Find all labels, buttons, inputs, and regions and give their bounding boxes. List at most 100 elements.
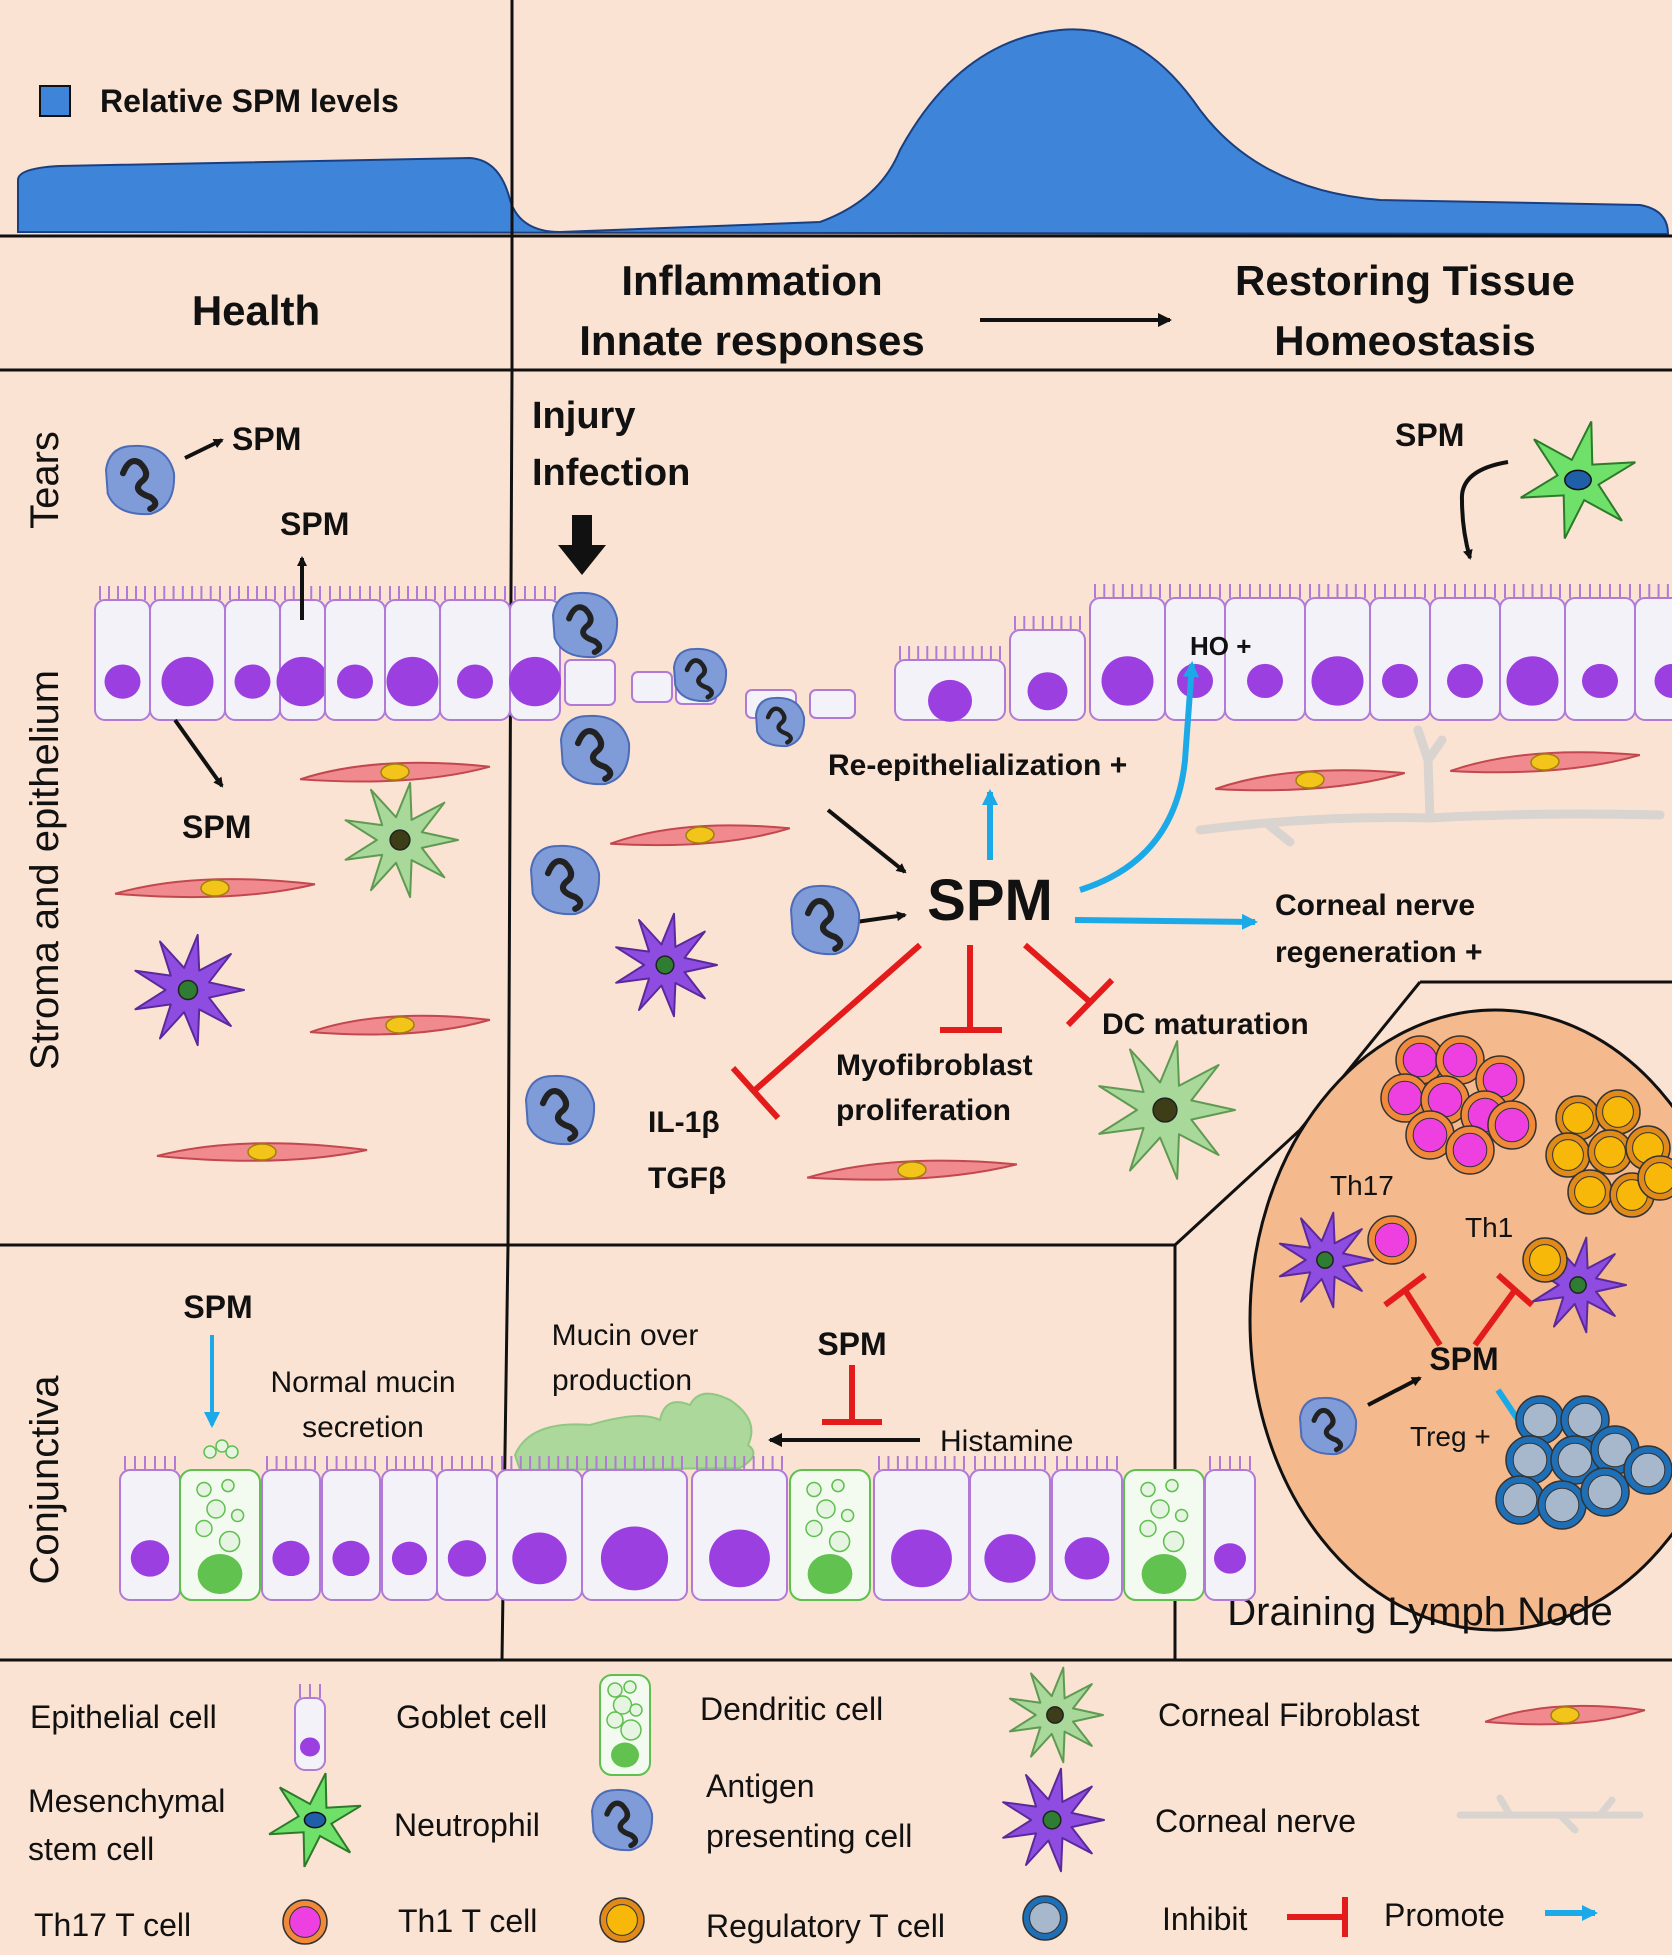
epithelial-cell [440,586,510,720]
mucin-droplet [204,1446,216,1458]
neutrophil [674,649,726,701]
legend-msc-label-2: stem cell [28,1831,154,1867]
nerve-regen-label-1: Corneal nerve [1275,889,1475,922]
th17-icon [283,1900,327,1944]
epithelial-cell [1635,584,1672,720]
regulatory-t-cell [1538,1481,1586,1529]
epithelial-cell [262,1456,320,1600]
treg-icon [1023,1896,1067,1940]
th1-cell [1596,1090,1640,1134]
spm-histamine-label: SPM [817,1326,886,1362]
tgfb-label: TGFβ [648,1162,726,1195]
spm-central-label: SPM [927,868,1053,933]
legend-treg-label: Regulatory T cell [706,1908,945,1944]
header-inflammation: Inflammation [621,257,882,304]
legend-promote-label: Promote [1384,1897,1505,1933]
promote-nerve [1075,920,1255,922]
epithelial-cell [95,586,150,720]
neutrophil [553,593,617,657]
histamine-label: Histamine [940,1425,1073,1458]
injury-label: Injury [532,395,635,437]
reepi-label: Re-epithelialization + [828,749,1127,782]
goblet-cell [180,1470,260,1600]
legend-nerve-label: Corneal nerve [1155,1803,1356,1839]
spm-tears-label: SPM [232,421,301,457]
epithelial-cell [1565,584,1635,720]
epithelial-cell [1205,1456,1255,1600]
infection-label: Infection [532,452,690,494]
mucin-over-label-1: Mucin over [552,1319,699,1352]
header-homeostasis: Homeostasis [1274,317,1535,364]
epithelial-cell [582,1456,687,1600]
epithelial-cell [325,586,385,720]
epithelial-cell [150,586,225,720]
th17-cell [1446,1126,1494,1174]
epithelial-cell [970,1456,1050,1600]
epithelial-cell [692,1456,787,1600]
epithelial-cell [509,586,561,720]
th1-icon [600,1898,644,1942]
legend-apc-label-1: Antigen [706,1768,815,1804]
epithelial-cell [1010,616,1085,720]
myo-label-2: proliferation [836,1094,1011,1127]
legend-neutrophil-label: Neutrophil [394,1807,540,1843]
epithelial-cell [322,1456,380,1600]
row-label-tears: Tears [23,431,67,529]
regulatory-t-cell [1624,1446,1672,1494]
legend-inhibit-label: Inhibit [1162,1901,1248,1937]
epithelial-cell [1090,584,1165,720]
regulatory-t-cell [1496,1476,1544,1524]
epithelial-cell [497,1456,582,1600]
epithelial-cell [1305,584,1370,720]
goblet-cell [1124,1470,1204,1600]
spm-ln-label: SPM [1429,1341,1498,1377]
spm-legend-swatch [40,86,70,116]
neutrophil [1300,1398,1356,1454]
myo-label-1: Myofibroblast [836,1049,1033,1082]
legend-dendritic-label: Dendritic cell [700,1691,883,1727]
mucin-over-label-2: production [552,1364,692,1397]
th1-cell [1568,1170,1612,1214]
epithelial-cell [437,1456,497,1600]
spm-epi-label: SPM [280,506,349,542]
neutrophil [561,716,629,784]
spm-conj-label: SPM [183,1289,252,1325]
row-label-stroma: Stroma and epithelium [23,670,67,1070]
epithelial-cell [1500,584,1565,720]
damaged-epithelial-cell [565,660,615,705]
epithelial-cell [225,586,280,720]
neutrophil [531,846,599,914]
legend-epithelial-label: Epithelial cell [30,1699,217,1735]
spm-stroma-label: SPM [182,809,251,845]
th17-cell [1368,1216,1416,1264]
neutrophil [106,446,174,514]
nerve-regen-label-2: regeneration + [1275,936,1483,969]
header-innate: Innate responses [579,317,924,364]
th17-label: Th17 [1330,1170,1394,1201]
epithelial-cell [1430,584,1500,720]
goblet-cell-icon [600,1675,650,1775]
regulatory-t-cell [1581,1468,1629,1516]
spm-msc-label: SPM [1395,417,1464,453]
neutrophil [756,698,804,746]
header-health: Health [192,287,320,334]
epithelial-cell-icon [295,1684,325,1770]
epithelial-cell [382,1456,437,1600]
il1b-label: IL-1β [648,1106,720,1139]
epithelial-cell [385,586,440,720]
normal-mucin-label-1: Normal mucin [270,1366,455,1399]
spm-legend-label: Relative SPM levels [100,83,399,119]
damaged-epithelial-cell [632,672,672,702]
neutrophil [526,1076,594,1144]
th17-cell [1488,1101,1536,1149]
header-restoring: Restoring Tissue [1235,257,1575,304]
legend-th17-label: Th17 T cell [34,1907,191,1943]
th1-label: Th1 [1465,1212,1513,1243]
row-label-conjunctiva: Conjunctiva [23,1375,67,1585]
legend-th1-label: Th1 T cell [398,1903,537,1939]
dc-maturation-label: DC maturation [1102,1008,1309,1041]
normal-mucin-label-2: secretion [302,1411,424,1444]
epithelial-cell [874,1456,969,1600]
